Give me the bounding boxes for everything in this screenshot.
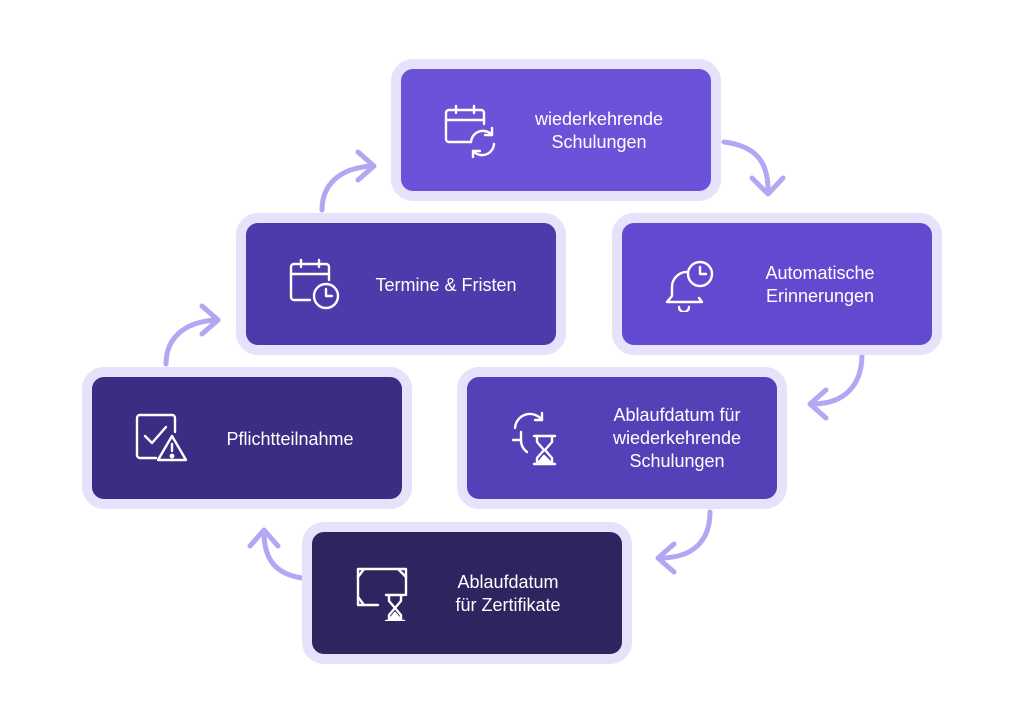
card-label: Termine & Fristen bbox=[375, 275, 517, 295]
card-label: Ablaufdatum für wiederkehrende Schulunge… bbox=[612, 405, 742, 471]
card-label: wiederkehrende Schulungen bbox=[534, 109, 664, 152]
refresh-hourglass-icon bbox=[509, 410, 565, 466]
card-termine-fristen: Termine & Fristen bbox=[236, 213, 566, 355]
card-automatische-erinnerungen: Automatische Erinnerungen bbox=[612, 213, 942, 355]
checkbox-warning-icon bbox=[132, 410, 188, 466]
arrow-erinnerungen-to-ablauf bbox=[807, 351, 865, 421]
card-label: Pflichtteilnahme bbox=[226, 429, 354, 449]
certificate-hourglass-icon bbox=[352, 565, 408, 621]
calendar-clock-icon bbox=[286, 256, 342, 312]
arrow-zertifikate-to-pflicht bbox=[247, 527, 305, 581]
bell-clock-icon bbox=[662, 256, 718, 312]
card-wiederkehrende-schulungen: wiederkehrende Schulungen bbox=[391, 59, 721, 201]
card-ablaufdatum-wiederkehrende-schulungen: Ablaufdatum für wiederkehrende Schulunge… bbox=[457, 367, 787, 509]
arrow-pflicht-to-termine bbox=[163, 303, 221, 367]
card-pflichtteilnahme: Pflichtteilnahme bbox=[82, 367, 412, 509]
card-label: Ablaufdatum für Zertifikate bbox=[455, 572, 561, 615]
card-ablaufdatum-zertifikate: Ablaufdatum für Zertifikate bbox=[302, 522, 632, 664]
calendar-refresh-icon bbox=[441, 102, 497, 158]
arrow-wiederkehrende-to-erinnerungen bbox=[721, 139, 786, 197]
card-label: Automatische Erinnerungen bbox=[765, 263, 875, 306]
arrow-ablauf-to-zertifikate bbox=[655, 509, 713, 575]
arrow-termine-to-wiederkehrende bbox=[319, 149, 377, 213]
